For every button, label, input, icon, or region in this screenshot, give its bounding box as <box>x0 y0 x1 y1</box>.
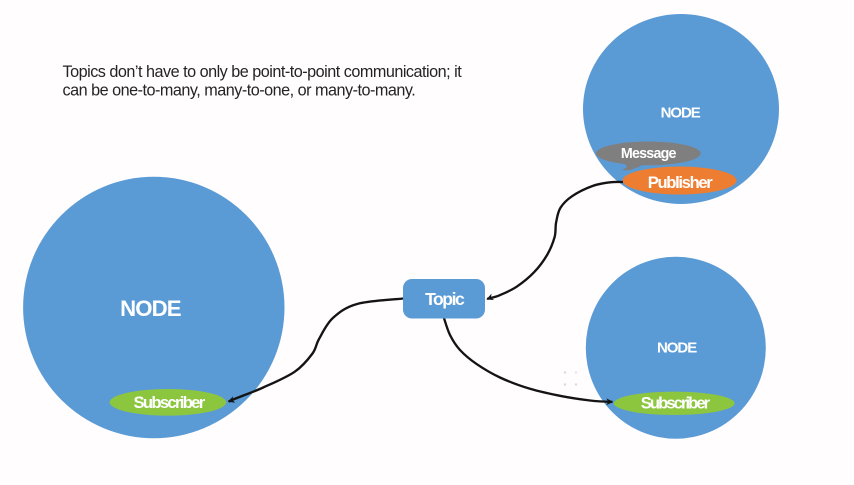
svg-text:can be one-to-many, many-to-on: can be one-to-many, many-to-one, or many… <box>63 82 416 100</box>
svg-text:NODE: NODE <box>120 296 181 321</box>
svg-text:NODE: NODE <box>661 104 701 121</box>
svg-text:Subscriber: Subscriber <box>641 394 711 413</box>
svg-text:Topics don’t have to only be p: Topics don’t have to only be point-to-po… <box>63 63 463 81</box>
svg-text:Publisher: Publisher <box>648 173 714 192</box>
svg-text:Topic: Topic <box>425 289 465 309</box>
svg-text:Message: Message <box>621 146 677 162</box>
svg-text:NODE: NODE <box>657 340 697 357</box>
svg-text:Subscriber: Subscriber <box>133 393 205 412</box>
